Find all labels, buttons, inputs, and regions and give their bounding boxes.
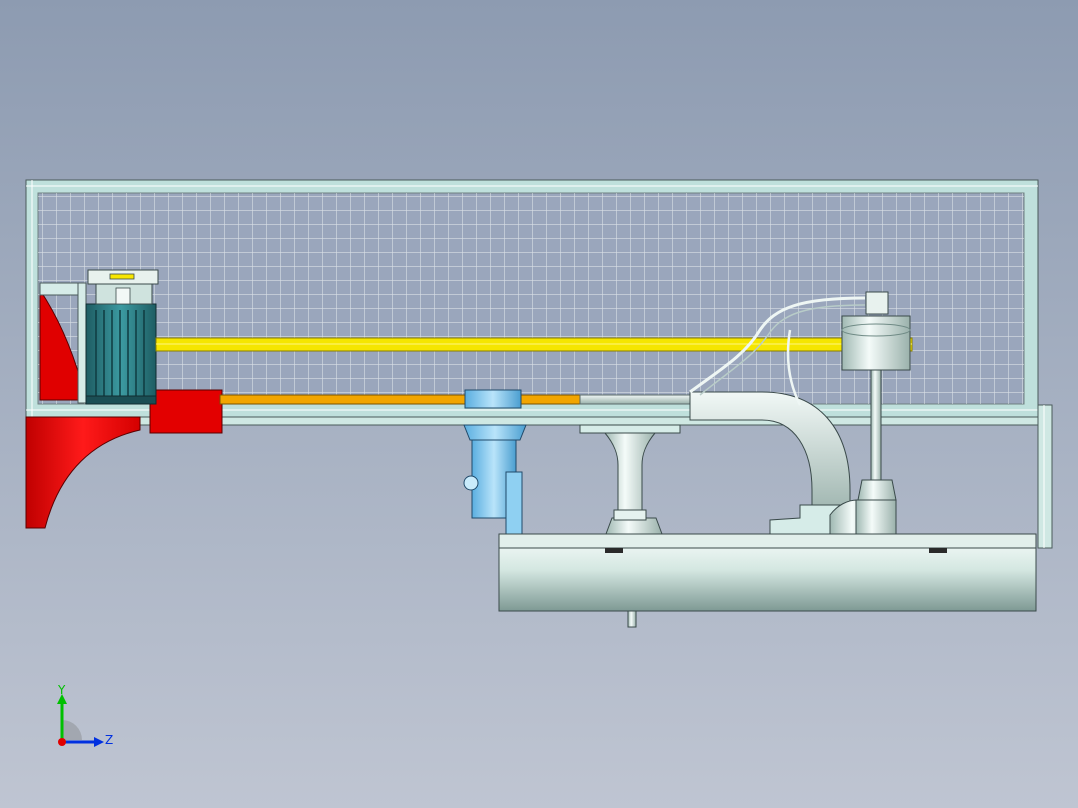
z-axis-label: Z — [105, 733, 113, 747]
shaft-coupling[interactable] — [464, 389, 522, 409]
driven-pulley[interactable] — [841, 291, 911, 371]
hose-lines[interactable] — [689, 296, 866, 406]
drive-motor[interactable] — [85, 303, 157, 405]
tank-cylinder[interactable] — [498, 533, 1037, 628]
motor-bracket-left[interactable] — [25, 282, 223, 529]
coordinate-triad: Y Z — [57, 684, 113, 747]
outlet-spout[interactable] — [463, 424, 527, 535]
drive-belt[interactable] — [155, 337, 913, 352]
motor-pulley[interactable] — [87, 269, 159, 305]
pump-column[interactable] — [579, 424, 681, 535]
lower-shaft[interactable] — [219, 394, 701, 405]
y-axis-label: Y — [57, 684, 66, 697]
x-axis-origin — [58, 738, 66, 746]
vertical-shaft[interactable] — [855, 369, 897, 535]
